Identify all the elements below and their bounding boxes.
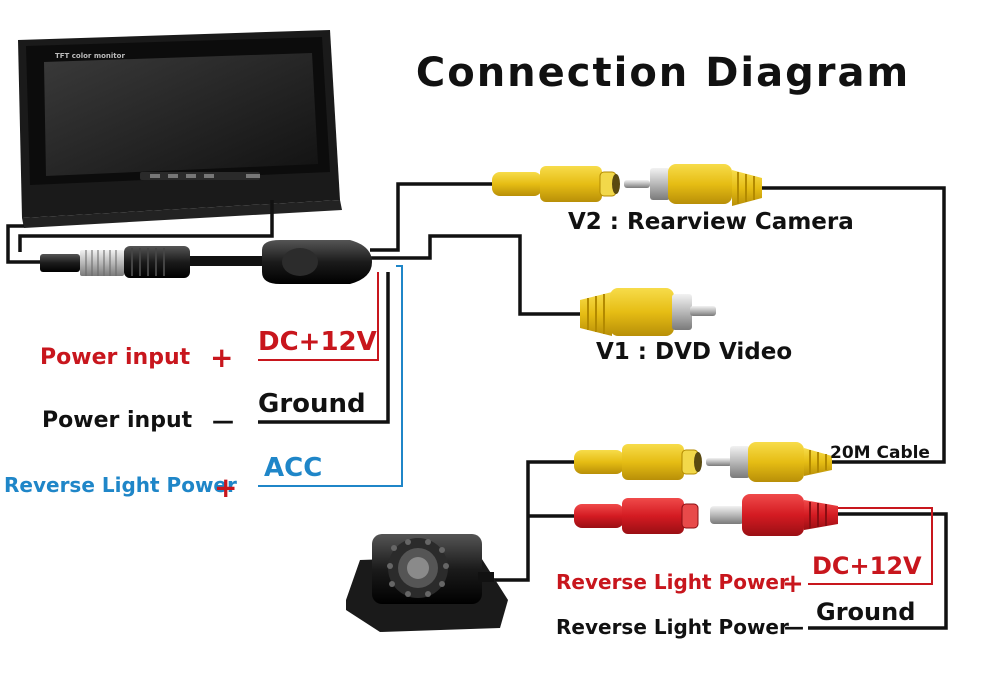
reverse-light-power-negative-label: Reverse Light Power bbox=[556, 615, 789, 639]
reverse-light-power-positive-sign: + bbox=[782, 569, 804, 599]
cable-power-male-icon bbox=[710, 494, 838, 536]
acc-label: ACC bbox=[264, 453, 322, 483]
dc-12v-label: DC+12V bbox=[258, 327, 377, 357]
reverse-light-power-positive-label: Reverse Light Power bbox=[556, 570, 789, 594]
rear-camera-icon bbox=[346, 534, 508, 632]
v2-female-rca-icon bbox=[492, 166, 620, 202]
acc-positive-sign: + bbox=[214, 471, 237, 504]
diagram-title: Connection Diagram bbox=[416, 50, 910, 96]
black-wires bbox=[6, 182, 948, 630]
power-input-positive-label: Power input bbox=[40, 345, 191, 370]
v2-male-rca-icon bbox=[624, 164, 762, 206]
reverse-light-power-acc-label: Reverse Light Power bbox=[4, 473, 237, 497]
v1-male-rca-icon bbox=[580, 288, 716, 336]
monitor-icon: TFT color monitor bbox=[18, 30, 342, 228]
blue-wire bbox=[258, 265, 403, 487]
harness-connector-icon bbox=[40, 240, 372, 284]
20m-cable-label: 20M Cable bbox=[830, 443, 930, 463]
power-input-negative-sign: — bbox=[212, 409, 234, 434]
camera-video-female-rca-icon bbox=[574, 444, 702, 480]
camera-ground-label: Ground bbox=[816, 598, 915, 626]
camera-power-female-icon bbox=[574, 498, 699, 534]
cable-video-male-rca-icon bbox=[706, 442, 832, 482]
ground-label: Ground bbox=[258, 389, 366, 419]
camera-dc-12v-label: DC+12V bbox=[812, 552, 922, 580]
v2-rearview-camera-label: V2 : Rearview Camera bbox=[568, 209, 854, 235]
power-input-negative-label: Power input bbox=[42, 408, 193, 433]
red-wires bbox=[258, 272, 933, 585]
monitor-brand-label: TFT color monitor bbox=[55, 52, 125, 60]
v1-dvd-video-label: V1 : DVD Video bbox=[596, 339, 792, 365]
power-input-positive-sign: + bbox=[210, 341, 233, 374]
reverse-light-power-negative-sign: — bbox=[784, 615, 804, 639]
